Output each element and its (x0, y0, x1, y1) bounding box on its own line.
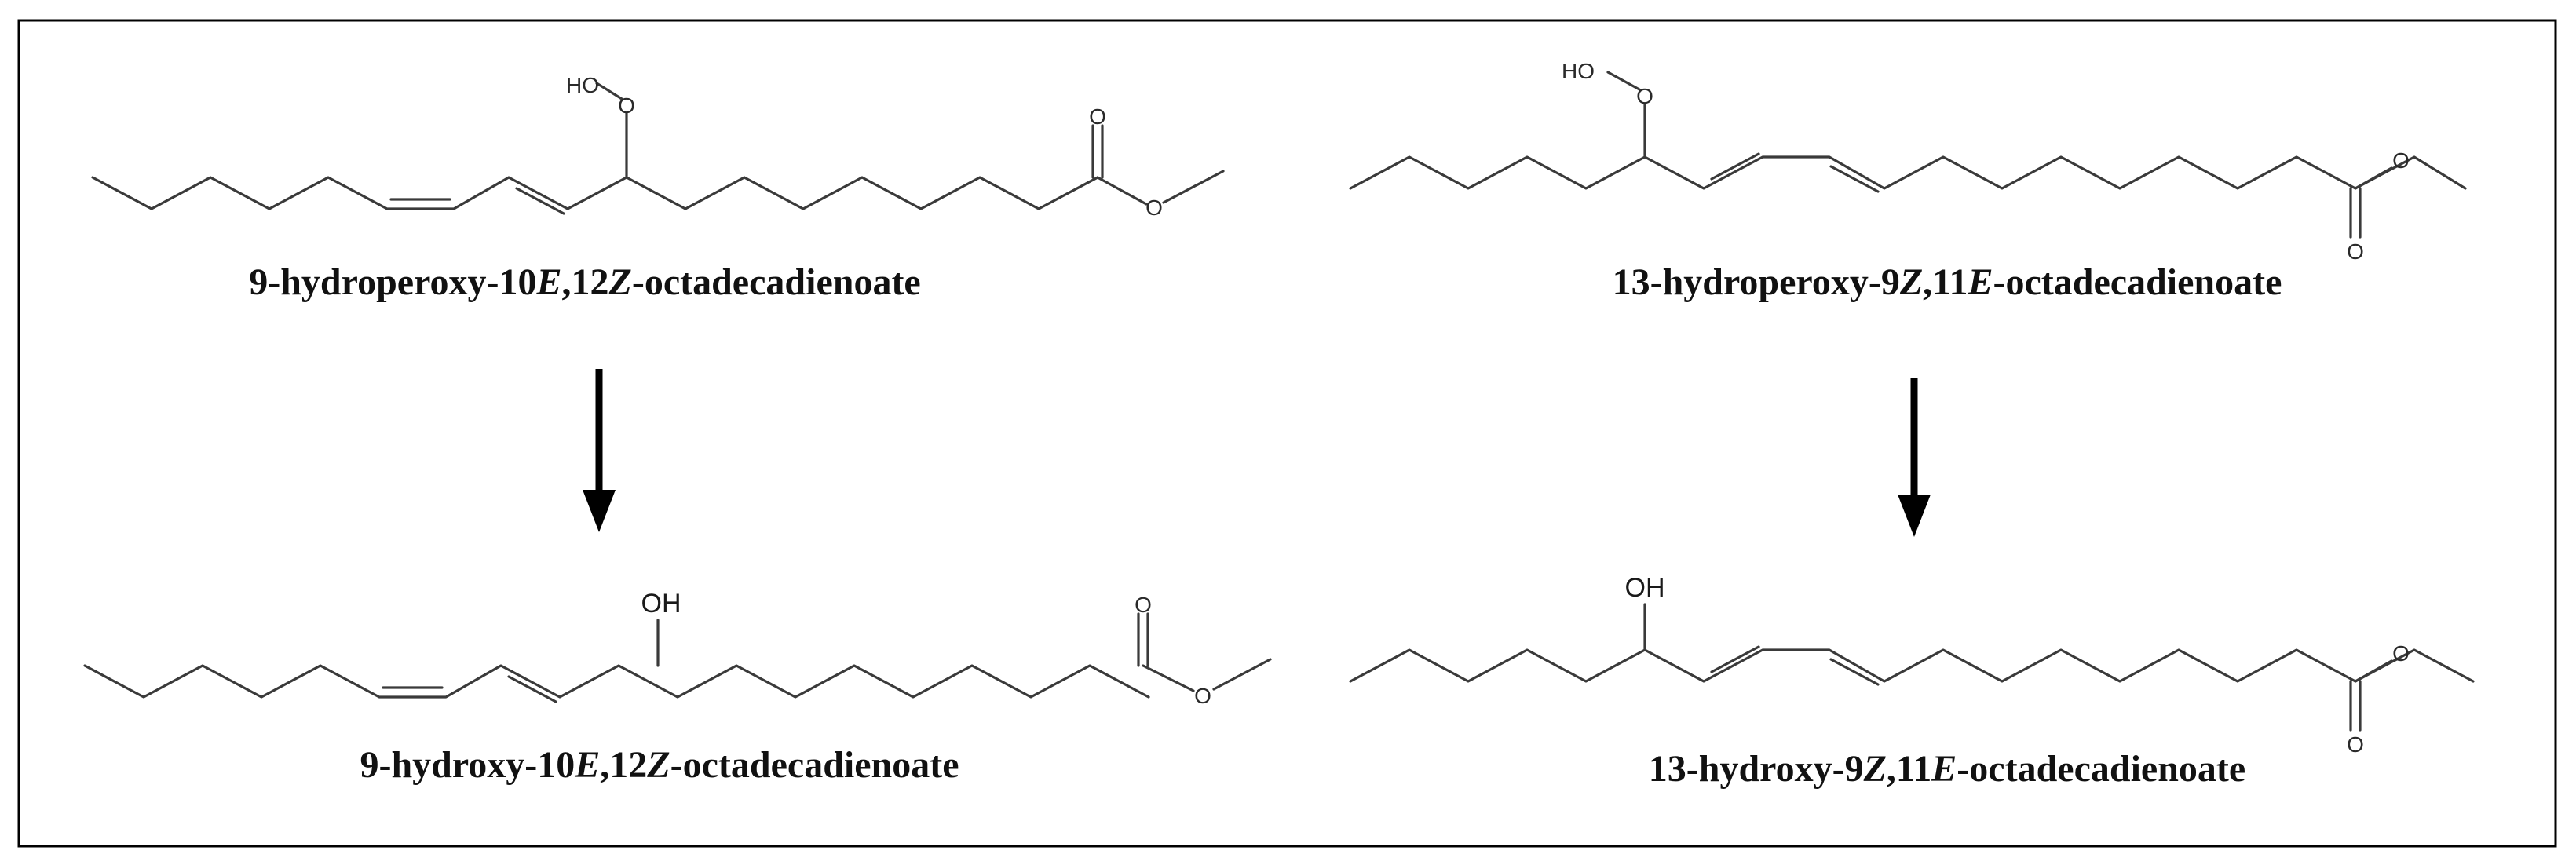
atom-ester-o: O (1145, 195, 1163, 220)
alkyl-chain-right (1349, 155, 2467, 190)
atom-oh: OH (641, 589, 681, 619)
atom-ho-peroxy: HO (1562, 59, 1595, 83)
caption-9-hode: 9-hydroxy-10E,12Z-octadecadienoate (360, 744, 959, 786)
atom-o-peroxy: O (618, 93, 635, 118)
ester-bond-o-methyl (1162, 170, 1225, 204)
ester-bond-c-o (1142, 664, 1195, 692)
caption-9-hpode: 9-hydroperoxy-10E,12Z-octadecadienoate (249, 261, 920, 303)
trans-double-bond-10e (515, 187, 565, 215)
cis-double-bond-9z (1829, 165, 1880, 193)
atom-carbonyl-o: O (1135, 593, 1152, 617)
peroxy-bond-o-o (1606, 71, 1641, 91)
atom-ester-o: O (1194, 684, 1211, 708)
peroxy-bond-o-o (595, 82, 623, 100)
trans-double-bond-10e (507, 675, 557, 703)
atom-ester-o: O (2392, 641, 2410, 666)
atom-ester-o: O (2392, 148, 2410, 173)
reaction-arrow-right (1898, 378, 1931, 537)
trans-double-bond-11e (1710, 645, 1760, 673)
structure-13-hode: OH O O (1349, 573, 2475, 757)
caption-13-hpode: 13-hydroperoxy-9Z,11E-octadecadienoate (1613, 261, 2282, 303)
structure-9-hode: OH O O (83, 589, 1272, 708)
atom-ho-peroxy: HO (566, 73, 599, 97)
figure-frame (17, 19, 2557, 848)
ester-bond-c-o (2354, 659, 2393, 683)
ester-bond-o-methyl (1212, 658, 1272, 691)
alkyl-chain-left (83, 664, 1150, 699)
atom-o-peroxy: O (1636, 84, 1653, 108)
caption-13-hode: 13-hydroxy-9Z,11E-octadecadienoate (1649, 748, 2245, 790)
atom-carbonyl-o: O (1089, 104, 1106, 129)
ester-bond-c-o (2354, 166, 2393, 190)
structure-9-hpode: O HO O O (91, 73, 1225, 220)
structure-13-hpode: O HO O O (1349, 59, 2467, 264)
trans-double-bond-11e (1710, 152, 1760, 181)
reaction-arrow-left (583, 369, 616, 532)
atom-carbonyl-o: O (2347, 239, 2364, 264)
alkyl-chain-right (1349, 648, 2475, 683)
ester-bond-c-o (1096, 176, 1148, 206)
alkyl-chain-left (91, 176, 1099, 210)
cis-double-bond-9z (1829, 658, 1880, 686)
atom-carbonyl-o: O (2347, 732, 2364, 757)
atom-oh: OH (1625, 573, 1665, 603)
